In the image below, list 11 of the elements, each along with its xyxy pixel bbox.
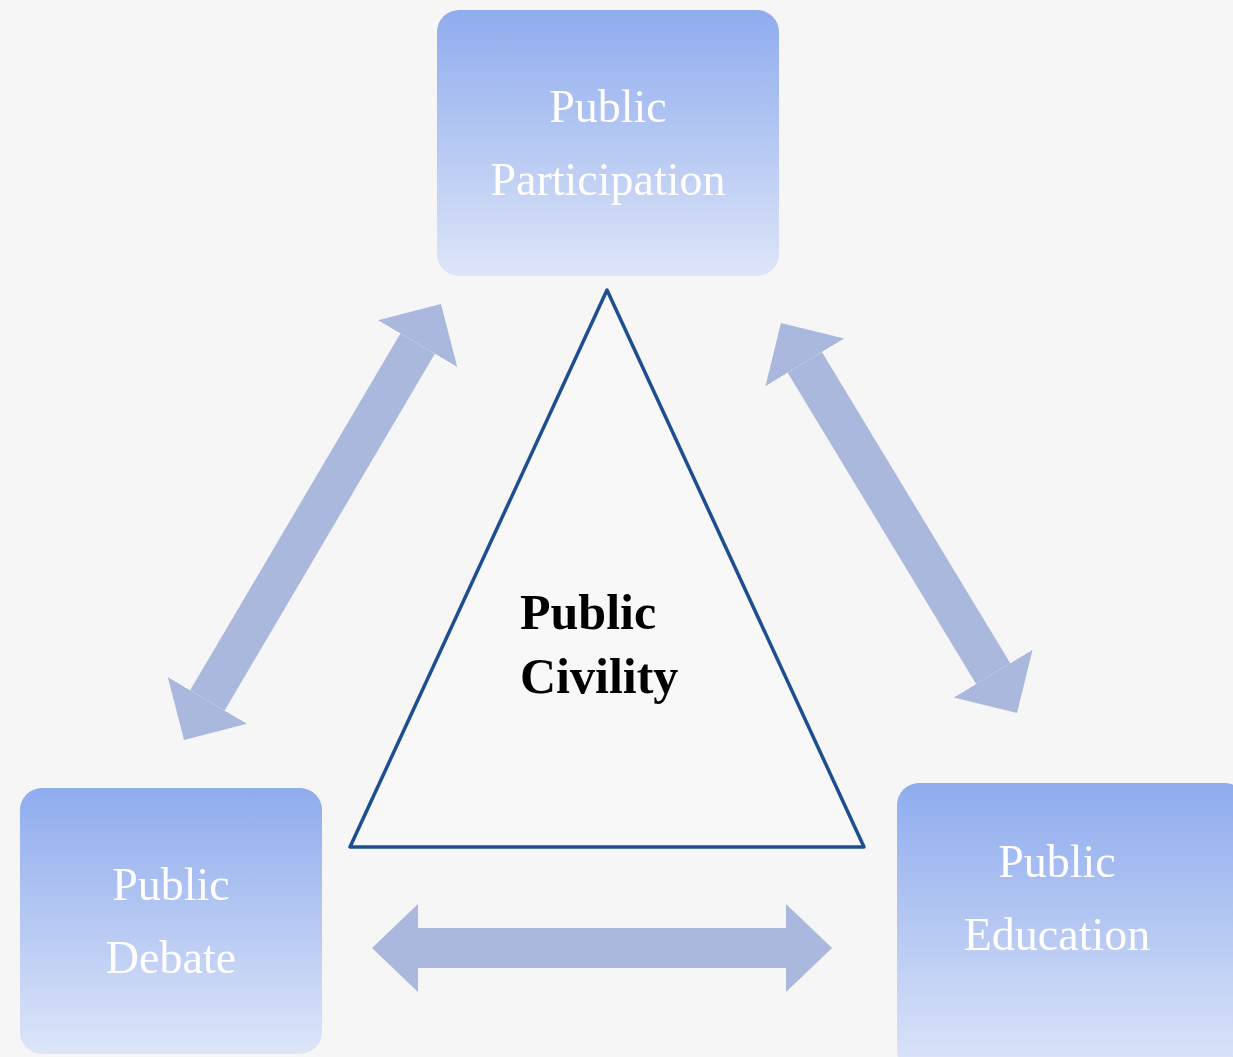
concept-box	[20, 788, 322, 1054]
double-arrow	[167, 303, 458, 741]
concept-box	[897, 783, 1233, 1057]
box-label: Public Participation	[489, 80, 727, 207]
triangle-node	[348, 288, 866, 850]
triangle-label: Public Civility	[520, 583, 680, 706]
box-label: Public Education	[962, 835, 1152, 962]
double-arrow	[765, 323, 1033, 713]
box-label: Public Debate	[104, 858, 238, 985]
concept-box	[437, 10, 779, 276]
double-arrow	[372, 904, 832, 992]
